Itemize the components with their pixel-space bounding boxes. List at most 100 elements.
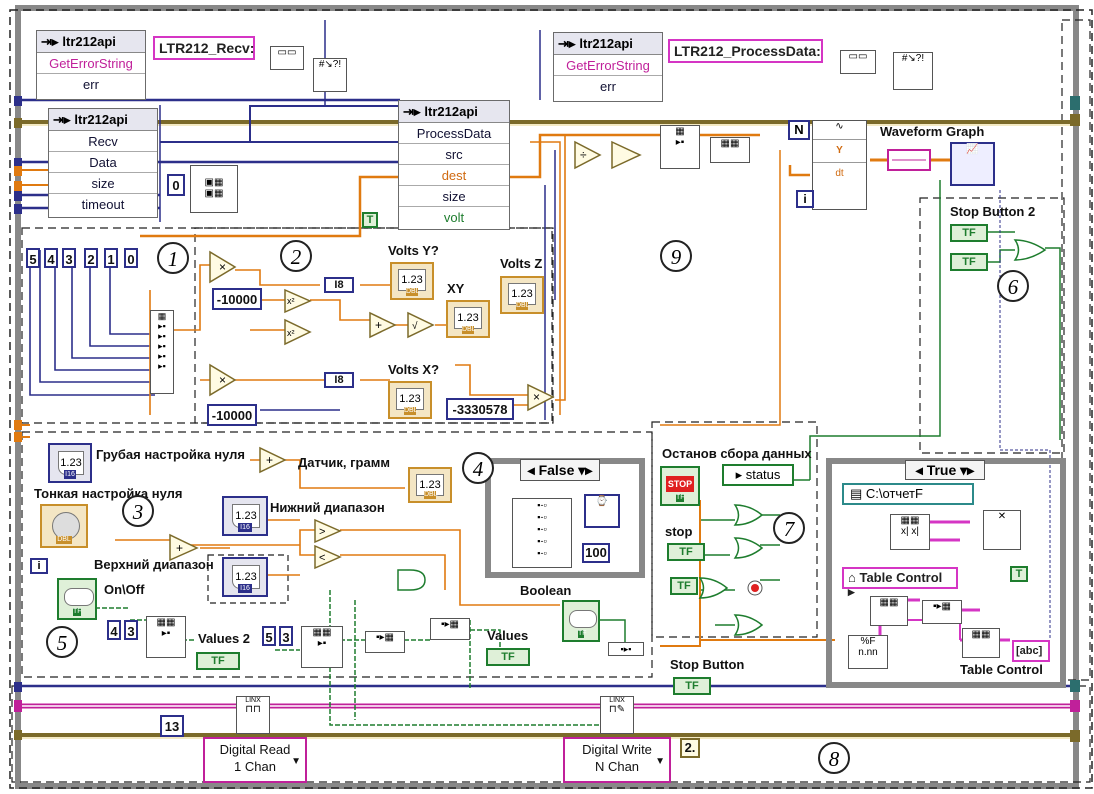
stop-control[interactable]: TF — [667, 543, 705, 561]
values-2-indicator: TF — [196, 652, 240, 670]
index-constant-1: 1 — [104, 248, 118, 268]
array-init-icon: ▣▦▣▦ — [190, 165, 238, 213]
svg-text:×: × — [219, 260, 226, 274]
svg-text:<: < — [319, 552, 325, 564]
index-constant-0: 0 — [124, 248, 138, 268]
region-2-box — [194, 227, 554, 424]
region-marker-3: 3 — [122, 495, 154, 527]
get-error-string-subvi-1[interactable]: ⇥▸ltr212api GetErrorString err — [36, 30, 146, 100]
square-node-b — [284, 318, 312, 346]
square-node-a — [284, 288, 312, 314]
ltr-icon: ⇥▸ — [53, 111, 71, 127]
concat-strings-icon-2: ▭▭ — [840, 50, 876, 74]
build-waveform-node: ∿ Y dt — [812, 120, 867, 210]
ltr212-recv-subvi[interactable]: ⇥▸ltr212api Recv Data size timeout — [48, 108, 158, 218]
stop-acq-label: Останов сбора данных — [662, 446, 812, 461]
upper-range-label: Верхний диапазон — [94, 557, 214, 572]
chevron-down-icon: ▼ — [291, 756, 301, 767]
case-selector-false[interactable]: ◂ False ▾▸ — [520, 459, 600, 481]
svg-text:x²: x² — [287, 328, 295, 338]
add-node-fine — [169, 533, 199, 562]
region-marker-9: 9 — [660, 240, 692, 272]
svg-text:×: × — [219, 373, 226, 387]
const-neg10000-a: -10000 — [212, 288, 262, 310]
xy-label: XY — [447, 281, 465, 296]
processdata-row: ProcessData — [399, 123, 509, 144]
get-error-string-row: GetErrorString — [37, 53, 145, 74]
to-i8-a: I8 — [324, 277, 354, 293]
true-constant: T — [362, 212, 378, 228]
stop-button-2-local: TF — [950, 253, 988, 271]
src-row: src — [399, 144, 509, 165]
path-constant: ▤ C:\отчетF — [842, 483, 974, 505]
waveform-graph-terminal[interactable]: 📈 — [950, 142, 995, 186]
transpose-icon: ▦▦ — [710, 137, 750, 163]
coarse-zero-label: Грубая настройка нуля — [96, 447, 245, 462]
err-row: err — [600, 79, 616, 94]
n-constant: N — [788, 120, 810, 140]
array-subset-icon: ▦▦ — [870, 596, 908, 626]
region-marker-4: 4 — [462, 452, 494, 484]
fine-zero-knob[interactable]: DBL — [40, 504, 88, 548]
dt-terminal: dt — [835, 168, 844, 179]
svg-text:×: × — [533, 390, 540, 404]
stop-button-2-control[interactable]: TF — [950, 224, 988, 242]
sensor-gram-label: Датчик, грамм — [298, 455, 390, 470]
zero-constant: 0 — [167, 174, 185, 196]
concat-strings-icon: ▭▭ — [270, 46, 304, 70]
region-3-box — [21, 431, 653, 678]
index-constant-4: 4 — [44, 248, 58, 268]
multiply-node-c — [527, 383, 555, 412]
error-handler-icon: #↘?! — [313, 58, 347, 92]
integer-node — [611, 140, 642, 170]
toggle-icon — [64, 588, 94, 606]
true-constant-2: T — [1010, 566, 1028, 582]
values-label: Values — [487, 628, 529, 643]
dest-row: dest — [399, 165, 509, 186]
region-marker-8: 8 — [818, 742, 850, 774]
knob-icon — [52, 512, 80, 540]
stop-button-label: Stop Button — [670, 657, 745, 672]
boolean-control[interactable]: TF — [562, 600, 600, 642]
iteration-terminal: i — [796, 190, 814, 208]
ltr212-processdata-subvi[interactable]: ⇥▸ltr212api ProcessData src dest size vo… — [398, 100, 510, 230]
svg-text:+: + — [176, 541, 183, 555]
index-constant-3: 3 — [62, 248, 76, 268]
stop-icon: STOP — [666, 476, 694, 492]
const-3a: 3 — [124, 620, 138, 640]
volts-x-label: Volts X? — [388, 362, 440, 377]
get-error-string-row: GetErrorString — [554, 55, 662, 76]
loop-i-terminal: i — [30, 558, 48, 574]
greater-node — [314, 518, 342, 544]
stop-button-control[interactable]: TF — [673, 677, 711, 695]
table-control-ref[interactable]: ⌂ Table Control ▸ — [842, 567, 958, 599]
local-var-icon: ▪▸▪ — [608, 642, 644, 656]
region-7-box — [651, 421, 818, 638]
toggle-icon — [569, 610, 597, 628]
index-array-icon: ▦▸▪ — [660, 125, 700, 169]
on-off-control[interactable]: TF — [57, 578, 97, 620]
multiply-node-b — [209, 363, 237, 397]
insert-array-icon-3: ▪▸▦ — [922, 600, 962, 624]
add-node — [369, 311, 397, 339]
case-selector-true[interactable]: ◂ True ▾▸ — [905, 460, 985, 480]
const-100: 100 — [582, 543, 610, 563]
less-node — [314, 544, 342, 570]
get-error-string-subvi-2[interactable]: ⇥▸ltr212api GetErrorString err — [553, 32, 663, 102]
waveform-graph-label: Waveform Graph — [880, 124, 985, 139]
index-constant-5: 5 — [26, 248, 40, 268]
index-array-small-icon-2: ▦▦▸▪ — [301, 626, 343, 668]
on-off-label: On\Off — [104, 582, 145, 597]
status-indicator: ▸ status — [722, 464, 794, 486]
error-handler-icon-2: #↘?! — [893, 52, 933, 90]
